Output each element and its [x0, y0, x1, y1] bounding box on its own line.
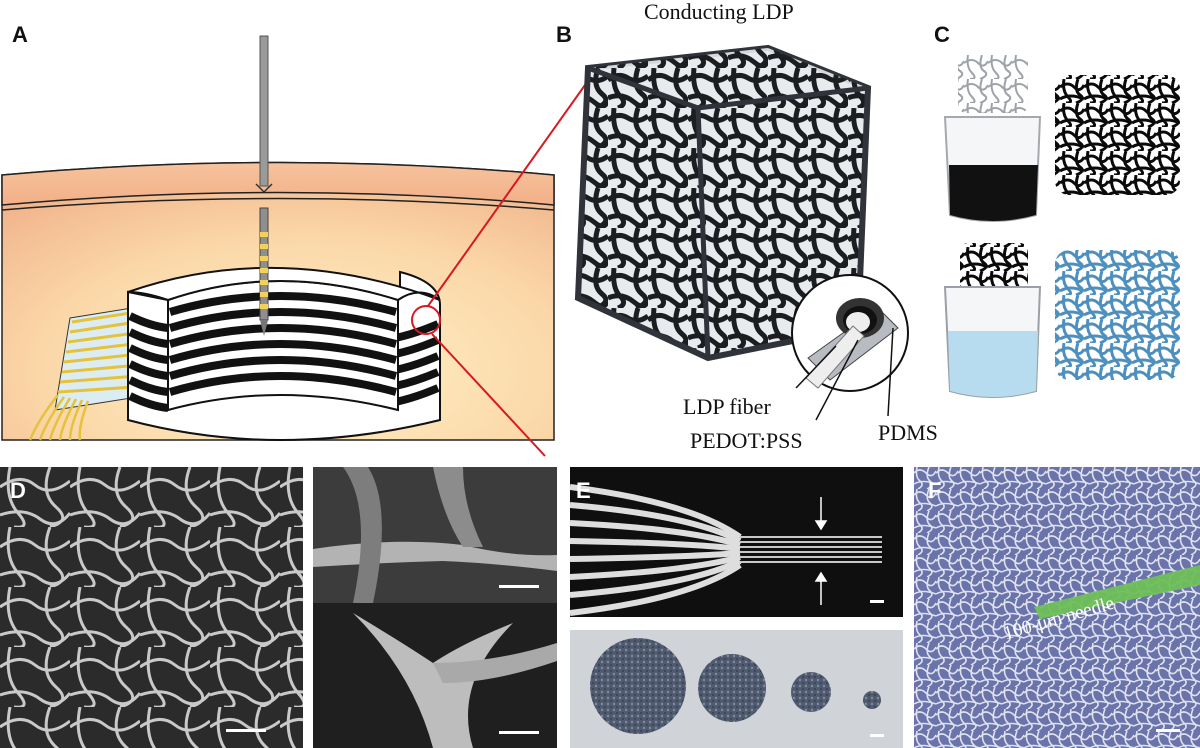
panel-c-illustration [940, 55, 1195, 405]
fiber-disks-image [570, 630, 903, 748]
pedot-pss-label: PEDOT:PSS [690, 428, 803, 453]
sem-junction-image [313, 467, 557, 603]
fiber-cross-section [805, 298, 899, 389]
panel-a-illustration [0, 0, 556, 445]
sem-coated-junction-image [313, 603, 557, 748]
scale-bar [870, 734, 884, 737]
panel-f-letter: F [928, 478, 942, 503]
panel-c-letter: C [934, 22, 950, 47]
panel-e-disks [570, 630, 903, 748]
histology-image [914, 467, 1200, 748]
panel-b-title: Conducting LDP [644, 0, 794, 24]
scale-bar [870, 600, 884, 603]
fiber-bundle-image [570, 467, 903, 617]
pdms-label: PDMS [878, 420, 938, 445]
panel-d-sem-large [0, 467, 303, 748]
disk-small [791, 672, 831, 712]
scale-bar [226, 729, 266, 732]
panel-d-sem-bottom [313, 603, 557, 748]
coating-process [943, 55, 1180, 398]
scale-bar [499, 731, 539, 734]
disk-large [590, 638, 686, 734]
panel-f-histology [914, 467, 1200, 748]
ldp-foam-cube [574, 44, 909, 421]
panel-e-fiber-bundle [570, 467, 903, 617]
needle-shape [1034, 565, 1200, 619]
panel-b-illustration [568, 28, 920, 448]
ldp-ring [127, 266, 441, 441]
needle [255, 35, 273, 336]
panel-d-letter: D [10, 478, 26, 503]
disk-tiny [863, 691, 881, 709]
panel-e-letter: E [576, 478, 591, 503]
panel-a-letter: A [12, 22, 28, 47]
scale-bar [1156, 729, 1180, 732]
scale-bar [499, 585, 539, 588]
disk-medium [698, 654, 766, 722]
ldp-fiber-label: LDP fiber [683, 394, 771, 419]
sem-foam-image [0, 467, 303, 748]
panel-d-sem-top [313, 467, 557, 603]
implant-diagram [1, 35, 555, 441]
panel-b-letter: B [556, 22, 572, 47]
